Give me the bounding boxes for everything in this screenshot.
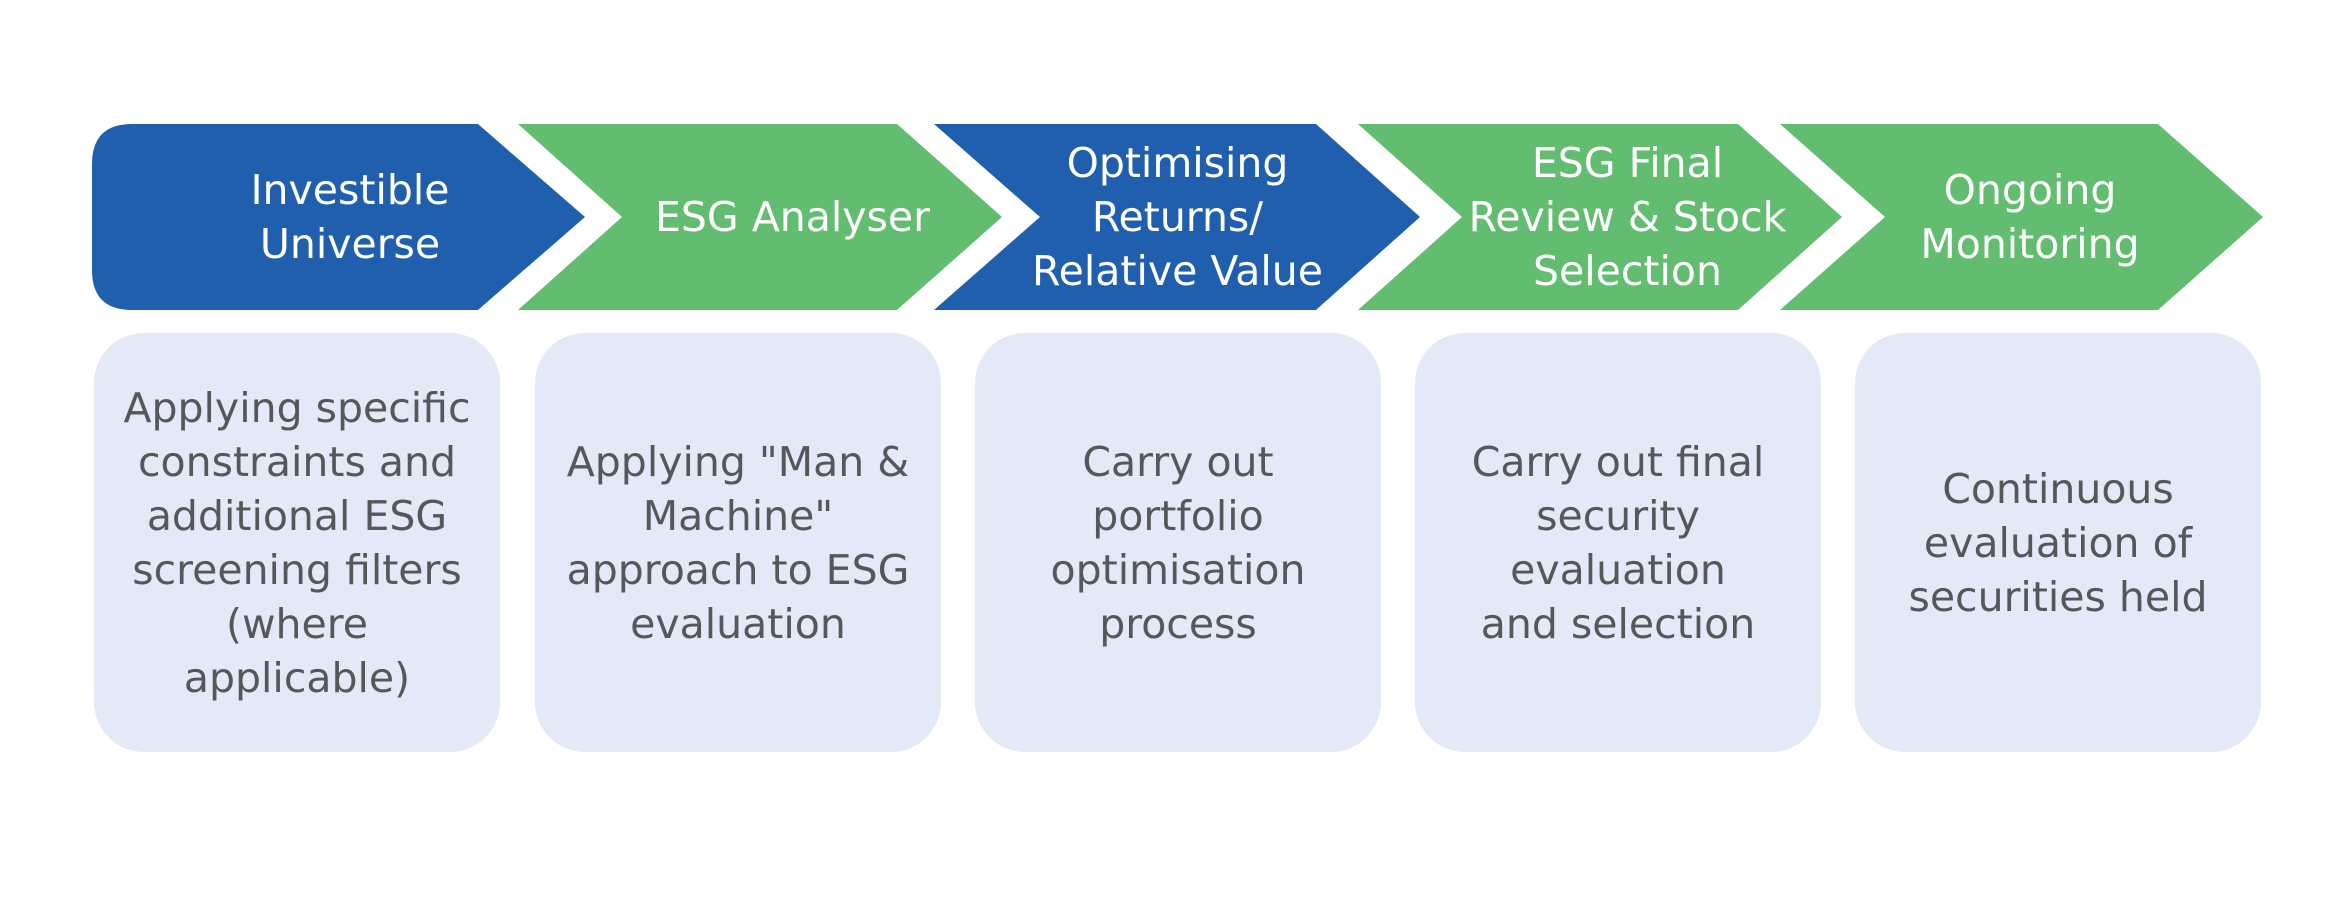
step-2-card: Applying "Man & Machine" approach to ESG… (535, 333, 941, 752)
step-4-label: ESG Final Review & Stock Selection (1468, 139, 1787, 295)
step-3-arrow (934, 124, 1420, 310)
step-4-card: Carry out final security evaluation and … (1415, 333, 1821, 752)
step-2-label: ESG Analyser (655, 193, 930, 241)
step-3-description: Carry out portfolio optimisation process (1050, 437, 1306, 648)
step-5-arrow (1780, 124, 2263, 310)
step-2-arrow (518, 124, 1002, 310)
step-3-card: Carry out portfolio optimisation process (975, 333, 1381, 752)
step-1-label: Investible Universe (250, 166, 450, 268)
step-4-description: Carry out final security evaluation and … (1471, 437, 1765, 648)
step-5-label: Ongoing Monitoring (1920, 166, 2140, 268)
step-5-card: Continuous evaluation of securities held (1855, 333, 2261, 752)
step-2-description: Applying "Man & Machine" approach to ESG… (566, 437, 910, 648)
step-3-label: Optimising Returns/ Relative Value (1032, 139, 1323, 295)
step-5-description: Continuous evaluation of securities held (1908, 464, 2208, 621)
step-1-arrow (92, 124, 585, 310)
step-4-arrow (1358, 124, 1842, 310)
step-1-card: Applying specific constraints and additi… (94, 333, 500, 752)
step-1-description: Applying specific constraints and additi… (123, 383, 471, 702)
